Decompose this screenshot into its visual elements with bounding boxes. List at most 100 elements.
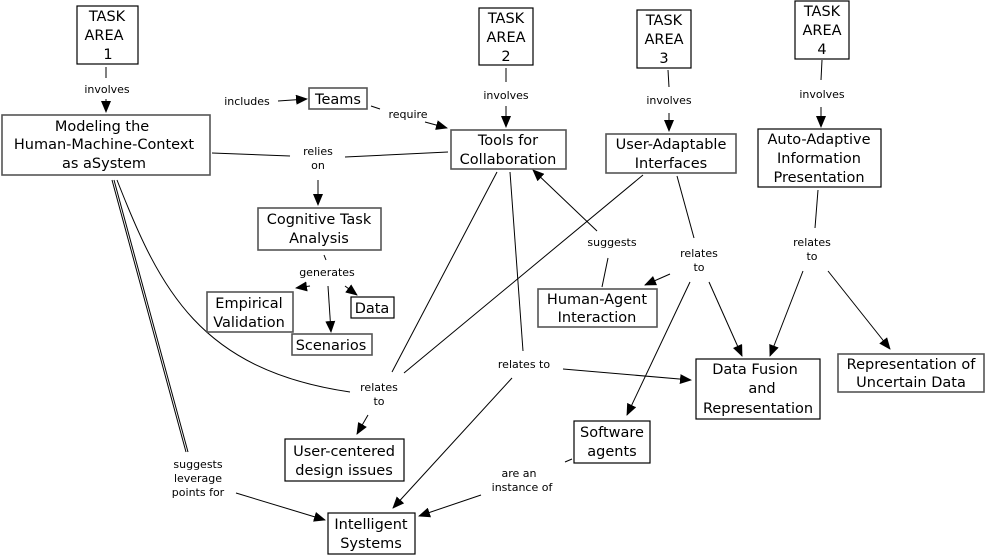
node-label: Scenarios [296, 338, 367, 354]
node-label: 1 [103, 47, 112, 63]
node-label: User-centered [293, 444, 395, 460]
edge-relates-rud [827, 270, 891, 350]
edge-generates-scenarios [325, 285, 336, 333]
edge-tools-relates-ucd [391, 171, 498, 373]
node-scenarios[interactable]: Scenarios [291, 333, 373, 356]
link-label-relies: relies [303, 145, 333, 158]
edge-modeling-relates-ucd [116, 179, 351, 393]
node-software-agents[interactable]: Software agents [573, 420, 651, 464]
edge-uai-relates [676, 175, 695, 239]
node-label: Collaboration [460, 152, 557, 168]
node-user-centered-design-issues[interactable]: User-centered design issues [284, 438, 405, 482]
edge-generates-empirical [295, 281, 311, 292]
node-label: Analysis [289, 231, 349, 247]
node-label: AREA [802, 23, 841, 39]
edge-uai-relates-ucd [403, 174, 644, 374]
node-teams[interactable]: Teams [308, 87, 368, 110]
link-label-relates-ucd: relates [360, 381, 398, 394]
edge-tools-relates-center [509, 171, 524, 352]
link-label-leverage-1: suggests [173, 458, 222, 471]
node-label: Teams [314, 92, 361, 108]
node-label: as aSystem [62, 156, 146, 172]
node-task-area-4[interactable]: TASK AREA 4 [794, 0, 850, 60]
node-user-adaptable-interfaces[interactable]: User-Adaptable Interfaces [605, 133, 737, 174]
edge-hai-suggests [601, 257, 609, 288]
link-label-includes: includes [224, 95, 270, 108]
node-task-area-2[interactable]: TASK AREA 2 [478, 7, 534, 66]
link-label-involves-2: involves [483, 89, 529, 102]
link-label-relies-on: on [311, 159, 325, 172]
node-label: Empirical [215, 296, 282, 312]
edge-relates-ucd-arrow [356, 414, 369, 435]
node-label: Validation [213, 315, 285, 331]
node-label: Modeling the [55, 119, 149, 135]
link-label-involves-1: involves [84, 83, 130, 96]
node-label: 2 [501, 49, 510, 65]
node-label: Human-Machine-Context [14, 137, 195, 153]
node-data-fusion-and-representation[interactable]: Data Fusion and Representation [695, 358, 821, 420]
edge-relates-agents [626, 281, 691, 416]
edge-require-tools [424, 120, 448, 130]
node-label: User-Adaptable [616, 137, 727, 153]
node-task-area-1[interactable]: TASK AREA 1 [76, 5, 139, 65]
node-human-agent-interaction[interactable]: Human-Agent Interaction [537, 288, 658, 328]
link-label-leverage-2: leverage [174, 472, 222, 485]
edge-teams-require [370, 105, 381, 110]
node-label: Presentation [773, 170, 864, 186]
node-data[interactable]: Data [350, 296, 395, 319]
edge-aaip-relates [814, 189, 819, 229]
node-label: Representation of [847, 357, 977, 373]
node-auto-adaptive-information-presentation[interactable]: Auto-Adaptive Information Presentation [757, 128, 882, 188]
node-label: AREA [644, 32, 683, 48]
edge-relates-center-intsys [392, 377, 513, 509]
link-label-relates-ucd-to: to [373, 395, 384, 408]
node-representation-of-uncertain-data[interactable]: Representation of Uncertain Data [837, 353, 985, 393]
edge-modeling-leverage-1 [113, 179, 189, 453]
node-label: Uncertain Data [856, 375, 966, 391]
node-task-area-3[interactable]: TASK AREA 3 [636, 9, 692, 69]
node-label: 4 [817, 42, 826, 58]
edge-cta-generates [323, 254, 327, 261]
node-label: TASK [88, 9, 126, 25]
node-label: Interaction [558, 310, 637, 326]
edge-relates-hai [644, 273, 671, 286]
link-label-relates-uai-to: to [693, 261, 704, 274]
node-label: TASK [803, 4, 841, 20]
node-label: Human-Agent [547, 292, 647, 308]
edge-modeling-leverage-2 [111, 179, 187, 453]
node-label: Cognitive Task [267, 212, 372, 228]
link-label-generates: generates [299, 266, 355, 279]
node-intelligent-systems[interactable]: Intelligent Systems [327, 512, 416, 555]
edge-generates-data [344, 284, 358, 296]
edge-agents-instance [564, 458, 573, 463]
node-label: Tools for [477, 133, 538, 149]
edge-relates-dfr [708, 281, 743, 357]
node-label: TASK [645, 13, 683, 29]
node-label: Systems [340, 536, 402, 552]
link-label-involves-4: involves [799, 88, 845, 101]
edge-modeling-relies [211, 152, 291, 157]
edge-ta4-involves [820, 59, 823, 81]
node-label: Data [355, 301, 390, 317]
link-labels: involves involves involves involves incl… [84, 83, 845, 499]
node-empirical-validation[interactable]: Empirical Validation [206, 291, 294, 333]
edge-instance-intsys [418, 494, 482, 518]
link-label-require: require [388, 108, 427, 121]
link-label-instance-1: are an [502, 467, 537, 480]
edges [101, 59, 891, 522]
edge-includes-teams [277, 94, 308, 105]
edge-relates-dfr-2 [769, 270, 804, 357]
edge-suggests-tools [532, 169, 598, 232]
node-label: agents [587, 444, 636, 460]
node-label: 3 [659, 51, 668, 67]
link-label-relates-aaip: relates [793, 236, 831, 249]
node-modeling-human-machine-context[interactable]: Modeling the Human-Machine-Context as aS… [1, 114, 211, 176]
node-cognitive-task-analysis[interactable]: Cognitive Task Analysis [257, 207, 382, 251]
link-label-suggests: suggests [587, 236, 636, 249]
link-label-instance-2: instance of [492, 481, 554, 494]
edge-ta3-involves [667, 69, 670, 88]
node-label: Information [777, 151, 861, 167]
node-tools-for-collaboration[interactable]: Tools for Collaboration [450, 129, 567, 170]
link-label-leverage-3: points for [172, 486, 225, 499]
